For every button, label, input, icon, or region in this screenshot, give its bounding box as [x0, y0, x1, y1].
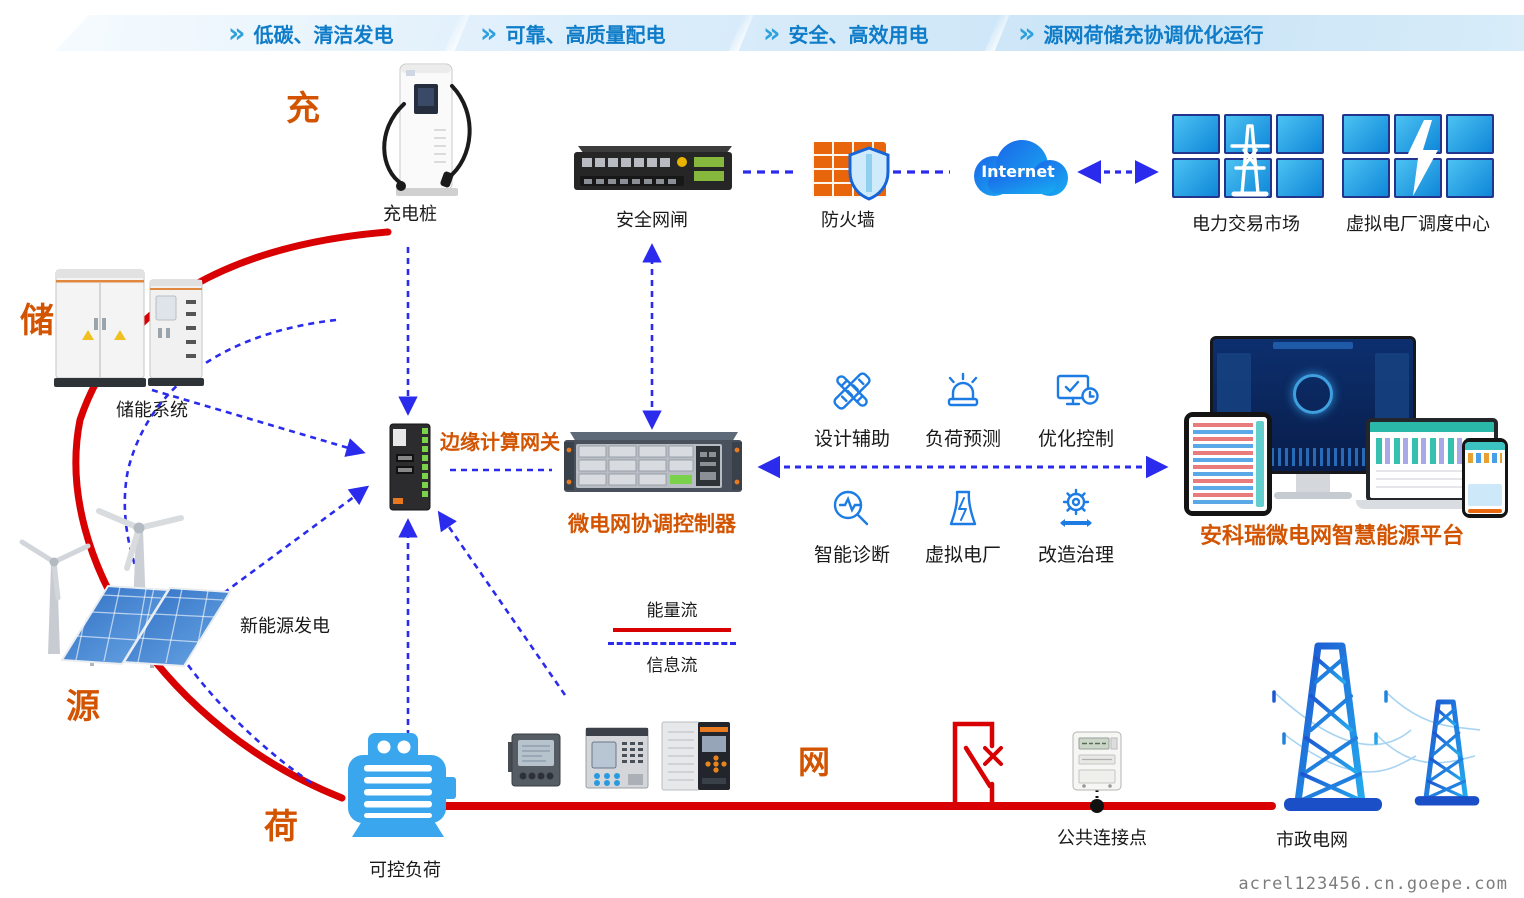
- gateway-emblem-icon: [677, 157, 687, 167]
- power-meter-device: [508, 733, 561, 787]
- cloud-icon: [974, 140, 1068, 196]
- tag-grid: 网: [798, 743, 831, 781]
- breaker-symbol: [952, 721, 995, 809]
- banner-item-label: 源网荷储充协调优化运行: [1043, 23, 1264, 47]
- protection-device: [661, 721, 730, 791]
- edge-gateway-device: [389, 423, 431, 511]
- legend-energy-label: 能量流: [646, 601, 698, 621]
- banner-item-label: 安全、高效用电: [788, 23, 929, 47]
- pylon-large: [1271, 642, 1389, 806]
- shield-icon: [848, 146, 890, 201]
- security-gateway-label: 安全网闸: [616, 210, 688, 231]
- controllable-load-device: [348, 733, 456, 837]
- internet-label: Internet: [981, 162, 1055, 181]
- feature-label: 优化控制: [1037, 428, 1115, 450]
- legend-energy-line: [613, 628, 731, 632]
- chevron-icon: »: [1018, 17, 1036, 49]
- internet-cloud: Internet: [960, 136, 1076, 204]
- tag-load: 荷: [264, 807, 298, 847]
- retrofit-icon: [1060, 488, 1092, 527]
- firewall-label: 防火墙: [821, 210, 875, 231]
- chevron-icon: »: [763, 17, 781, 49]
- wind-turbine-icon: [19, 508, 184, 654]
- feature-label: 虚拟电厂: [924, 544, 1002, 566]
- vpp-center-label: 虚拟电厂调度中心: [1346, 214, 1490, 235]
- lightning-icon: [1406, 120, 1438, 196]
- security-gateway-device: [574, 146, 732, 190]
- vpp-center-screens: [1342, 114, 1494, 198]
- trading-market-label: 电力交易市场: [1192, 214, 1300, 235]
- optimize-control-icon: [1056, 374, 1099, 406]
- municipal-grid-label: 市政电网: [1276, 830, 1348, 851]
- trading-market-screens: [1172, 114, 1324, 198]
- legend-info-label: 信息流: [646, 656, 698, 676]
- renewable-generation: [19, 508, 232, 668]
- load-forecast-icon: [947, 372, 979, 407]
- tag-storage: 储: [20, 301, 54, 341]
- watermark: acrel123456.cn.goepe.com: [1238, 874, 1508, 894]
- banner-item-2: » 可靠、高质量配电: [480, 19, 665, 48]
- charging-cables: [382, 84, 472, 186]
- smart-diagnosis-icon: [833, 490, 869, 526]
- tag-charge: 充: [286, 89, 320, 129]
- energy-flow-lines: [72, 228, 1276, 810]
- feature-label: 智能诊断: [813, 544, 891, 566]
- renewable-label: 新能源发电: [240, 616, 330, 637]
- banner-item-3: » 安全、高效用电: [763, 19, 928, 48]
- feature-label: 设计辅助: [813, 428, 891, 450]
- info-flow-lines: [123, 160, 1169, 788]
- pcc-label: 公共连接点: [1057, 828, 1147, 849]
- tag-source: 源: [66, 687, 100, 727]
- municipal-grid-towers: [1271, 642, 1483, 811]
- protection-relay-device: [585, 727, 649, 789]
- pcc-connector: [1090, 790, 1104, 813]
- chevron-icon: »: [480, 17, 498, 49]
- storage-system-device: [54, 269, 204, 387]
- banner-item-label: 可靠、高质量配电: [505, 23, 666, 47]
- storage-system-label: 储能系统: [116, 400, 188, 421]
- chevron-icon: »: [228, 17, 246, 49]
- platform-devices: [1178, 330, 1508, 520]
- banner-item-1: » 低碳、清洁发电: [228, 19, 393, 48]
- monitor-base: [1274, 492, 1352, 499]
- laptop-base: [1356, 500, 1508, 509]
- platform-label: 安科瑞微电网智慧能源平台: [1199, 524, 1465, 549]
- solar-panel-icon: [60, 584, 232, 668]
- phone-mockup: [1462, 438, 1508, 518]
- charging-pile-label: 充电桩: [383, 204, 437, 225]
- controller-device: [564, 432, 742, 492]
- feature-label: 负荷预测: [924, 428, 1002, 450]
- controller-label: 微电网协调控制器: [568, 512, 736, 536]
- controllable-load-label: 可控负荷: [369, 860, 441, 881]
- pylon-icon: [1230, 124, 1270, 197]
- monitor-stand: [1296, 474, 1330, 492]
- edge-gateway-label: 边缘计算网关: [440, 430, 560, 454]
- energy-meter-device: [1072, 731, 1122, 791]
- banner-strip: [55, 15, 1524, 51]
- pylon-small: [1408, 699, 1483, 806]
- charging-pile-device: [382, 63, 472, 196]
- design-assist-icon: [833, 372, 871, 410]
- legend-info-line: [608, 642, 736, 645]
- virtual-plant-icon: [949, 490, 977, 526]
- banner-item-4: » 源网荷储充协调优化运行: [1018, 19, 1263, 48]
- legend: 能量流 信息流: [602, 596, 742, 676]
- tablet-mockup: [1184, 412, 1272, 516]
- banner-item-label: 低碳、清洁发电: [253, 23, 394, 47]
- feature-label: 改造治理: [1037, 544, 1115, 566]
